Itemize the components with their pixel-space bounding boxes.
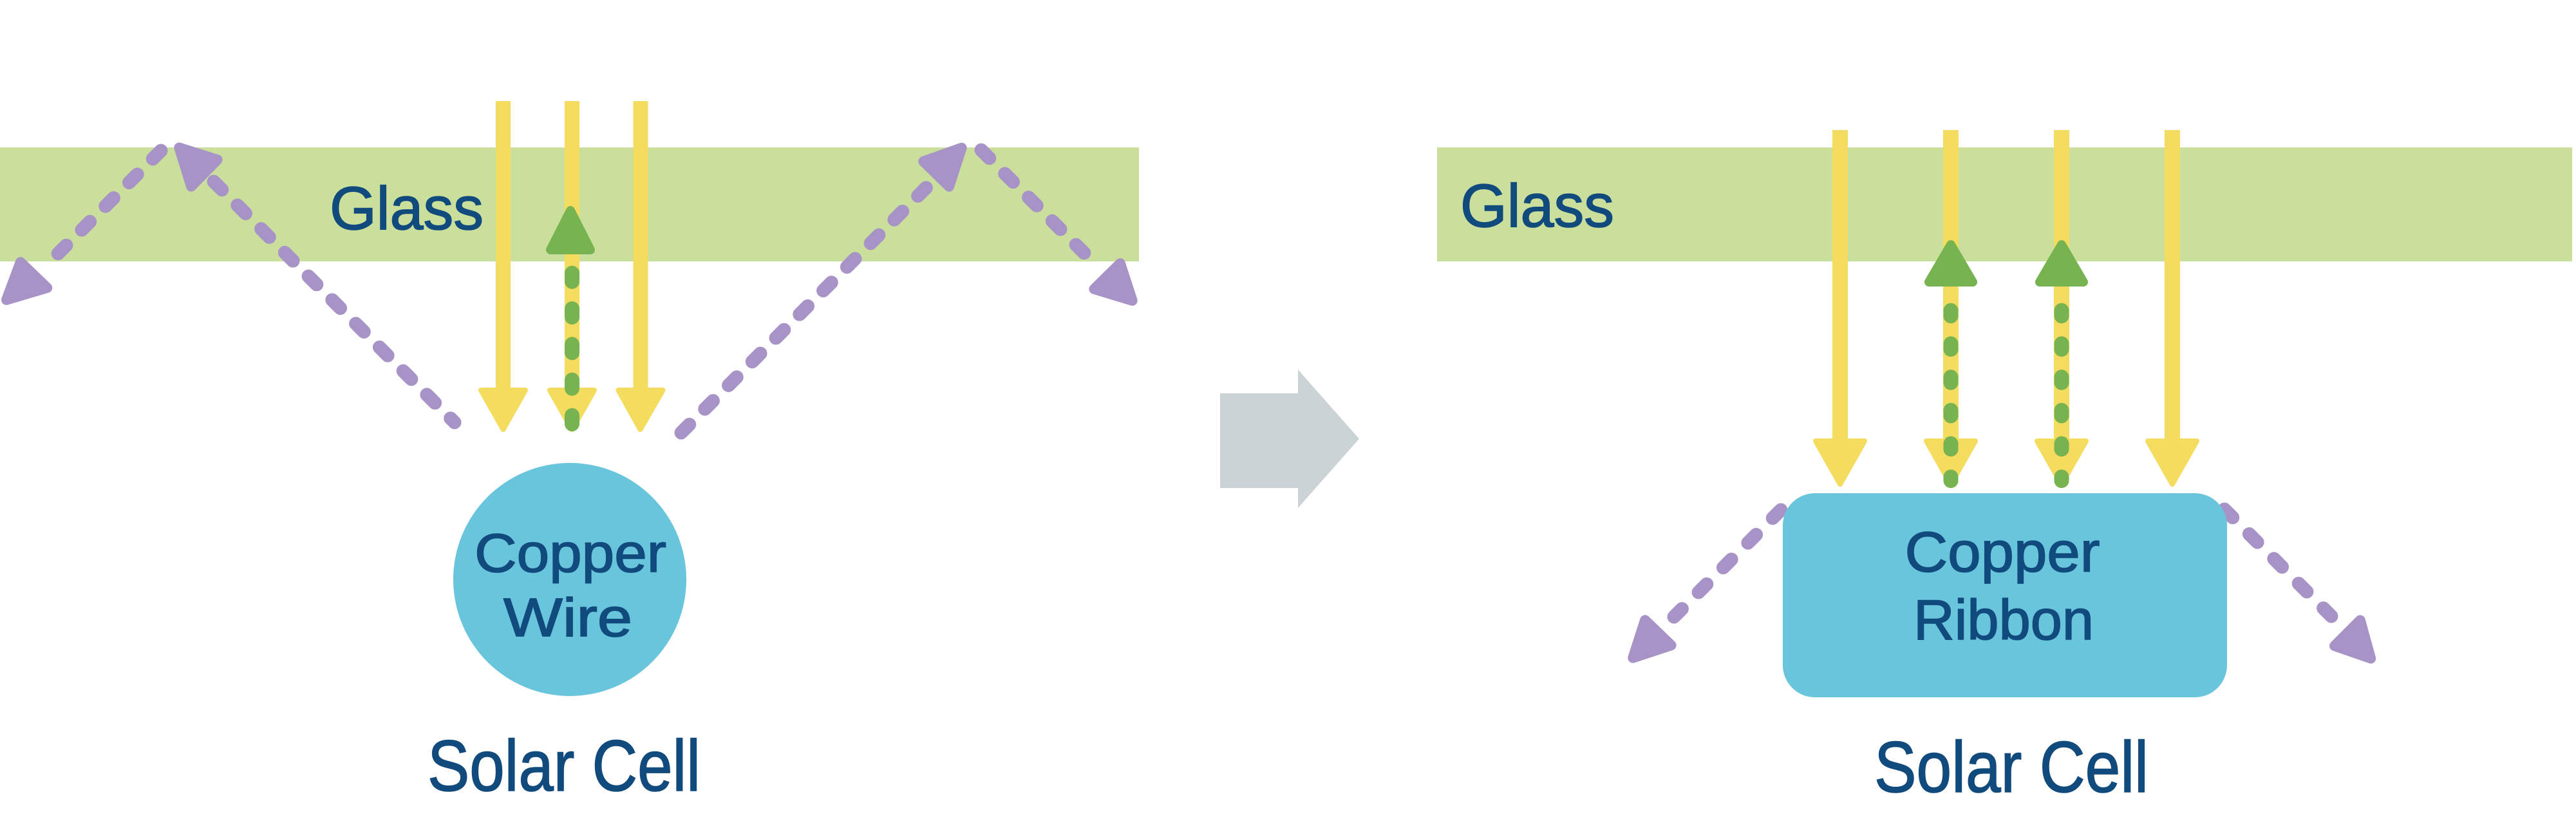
svg-text:Copper: Copper <box>475 523 666 583</box>
svg-text:Solar Cell: Solar Cell <box>428 726 700 806</box>
svg-text:Ribbon: Ribbon <box>1913 588 2094 652</box>
svg-text:Copper: Copper <box>1905 520 2100 584</box>
svg-text:Wire: Wire <box>503 587 632 648</box>
svg-text:Glass: Glass <box>1460 172 1614 240</box>
svg-text:Glass: Glass <box>330 174 484 243</box>
svg-text:Solar Cell: Solar Cell <box>1874 727 2148 807</box>
